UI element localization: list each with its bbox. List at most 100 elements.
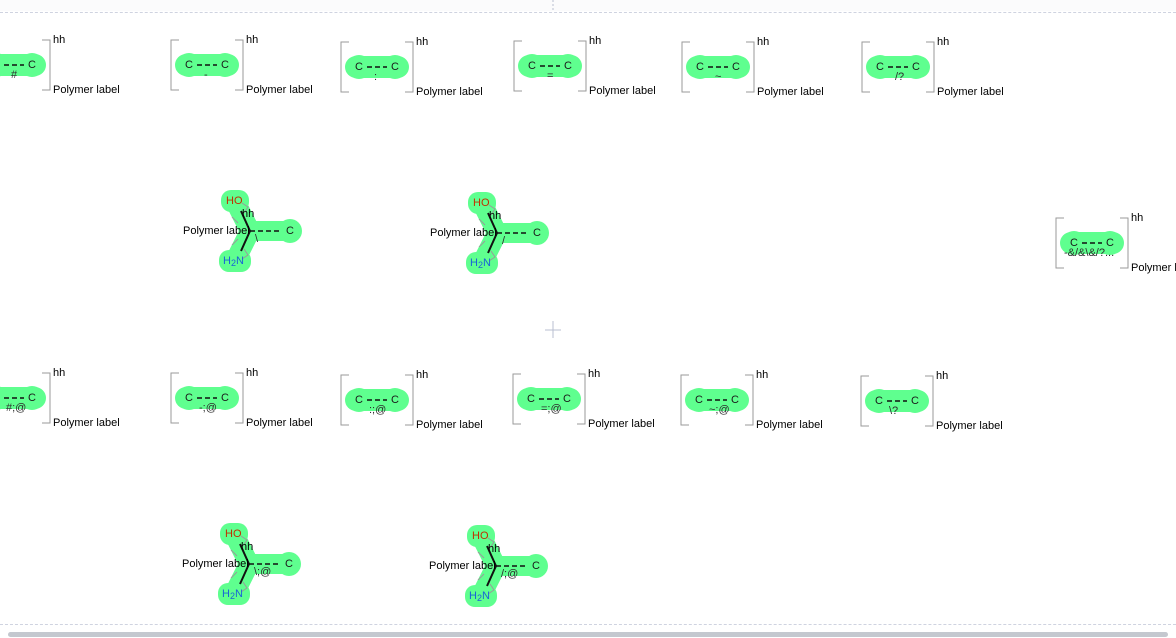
- polymer-label: Polymer label: [183, 225, 250, 237]
- carbon-atom-label: C: [732, 61, 740, 73]
- bond-line: [486, 545, 497, 567]
- atom-highlight: [466, 252, 498, 274]
- left-bracket: [1055, 217, 1064, 269]
- lower-bracket: [477, 573, 485, 581]
- atom-highlight: [867, 389, 891, 413]
- right-bracket: [235, 39, 244, 91]
- bond-query-label: /: [502, 235, 506, 247]
- right-bracket: [925, 375, 934, 427]
- carbon-atom-label: C: [731, 394, 739, 406]
- polymer-label: Polymer label: [589, 85, 656, 97]
- canvas-top-boundary: [0, 12, 1176, 13]
- polymer-label: Polymer label: [246, 84, 313, 96]
- amine-n: N: [234, 588, 243, 600]
- amine-n: N: [481, 590, 490, 602]
- atom-highlight: [688, 55, 712, 79]
- atom-highlight: [868, 55, 892, 79]
- left-bracket: [861, 41, 870, 93]
- carbon-atom-label: C: [285, 558, 293, 570]
- polymer-hh-label: hh: [757, 36, 770, 48]
- atom-highlight: [724, 55, 748, 79]
- atom-highlight: [467, 525, 495, 547]
- polymer-hh-label: hh: [756, 369, 769, 381]
- polymer-hh-label: hh: [588, 368, 601, 380]
- lower-bracket: [478, 240, 486, 248]
- bond-query-label: =;@: [541, 403, 562, 415]
- amine-subscript: 2: [477, 260, 483, 270]
- atom-highlight: [903, 389, 927, 413]
- carbon-atom-label: C: [391, 394, 399, 406]
- amine-h: H: [470, 257, 478, 269]
- polymer-hh-label: hh: [416, 369, 429, 381]
- atom-highlight: [218, 583, 250, 605]
- hydroxyl-label: HO: [225, 528, 242, 540]
- atom-highlight: [177, 386, 201, 410]
- atom-highlight: [219, 250, 251, 272]
- polymer-label: Polymer label: [182, 558, 249, 570]
- bond-query-label: \: [255, 233, 259, 245]
- right-bracket: [577, 373, 586, 425]
- polymer-label: Polymer label: [430, 227, 497, 239]
- right-bracket: [42, 372, 51, 424]
- carbon-atom-label: C: [355, 394, 363, 406]
- carbon-atom-label: C: [286, 225, 294, 237]
- polymer-label: Polymer label: [416, 419, 483, 431]
- carbon-atom-label: C: [696, 61, 704, 73]
- polymer-label: Polymer label: [937, 86, 1004, 98]
- carbon-atom-label: C: [528, 60, 536, 72]
- upper-bracket: [478, 218, 486, 226]
- polymer-hh-label: hh: [242, 208, 255, 220]
- hydroxyl-label: HO: [472, 530, 489, 542]
- carbon-atom-label: C: [563, 393, 571, 405]
- carbon-atom-label: C: [185, 392, 193, 404]
- right-bracket: [926, 41, 935, 93]
- lower-bracket: [488, 250, 496, 262]
- polymer-hh-label: hh: [241, 541, 254, 553]
- right-bracket: [235, 372, 244, 424]
- carbon-atom-label: C: [28, 59, 36, 71]
- atom-highlight: [465, 585, 497, 607]
- atom-highlight: [519, 387, 543, 411]
- carbon-atom-label: C: [1106, 237, 1114, 249]
- amine-subscript: 2: [476, 593, 482, 603]
- polymer-label: Polymer label: [936, 420, 1003, 432]
- atom-highlight: [555, 387, 579, 411]
- bond-query-label: /?: [895, 71, 905, 83]
- lower-bracket: [240, 581, 248, 593]
- atom-highlight: [520, 54, 544, 78]
- polymer-hh-label: hh: [936, 370, 949, 382]
- amine-subscript: 2: [230, 258, 236, 268]
- polymer-hh-label: hh: [937, 36, 950, 48]
- atom-highlight: [904, 55, 928, 79]
- atom-highlight: [1062, 231, 1086, 255]
- hydroxyl-label: HO: [473, 197, 490, 209]
- atom-highlight: [20, 53, 44, 77]
- polymer-hh-label: hh: [1131, 212, 1144, 224]
- polymer-hh-label: hh: [488, 543, 501, 555]
- bond-query-label: \;@: [254, 566, 272, 578]
- amine-label: H2N: [222, 588, 243, 601]
- bond-query-label: =: [547, 70, 554, 82]
- polymer-label: Polymer label: [53, 84, 120, 96]
- atom-highlight: [383, 388, 407, 412]
- bond-query-label: :;@: [369, 404, 387, 416]
- polymer-label: Polymer label: [756, 419, 823, 431]
- left-bracket: [680, 374, 689, 426]
- carbon-atom-label: C: [28, 392, 36, 404]
- atom-highlight: [556, 54, 580, 78]
- bond-line: [239, 563, 250, 585]
- polymer-hh-label: hh: [246, 367, 259, 379]
- atom-highlight: [177, 53, 201, 77]
- carbon-atom-label: C: [355, 61, 363, 73]
- atom-highlight: [347, 388, 371, 412]
- bond-query-label: /;@: [501, 568, 519, 580]
- horizontal-scrollbar[interactable]: [8, 632, 1168, 637]
- atom-highlight: [0, 53, 8, 77]
- polymer-hh-label: hh: [489, 210, 502, 222]
- left-bracket: [170, 39, 179, 91]
- bond-line: [487, 232, 498, 254]
- atom-highlight: [525, 221, 549, 245]
- left-bracket: [170, 372, 179, 424]
- carbon-atom-label: C: [391, 61, 399, 73]
